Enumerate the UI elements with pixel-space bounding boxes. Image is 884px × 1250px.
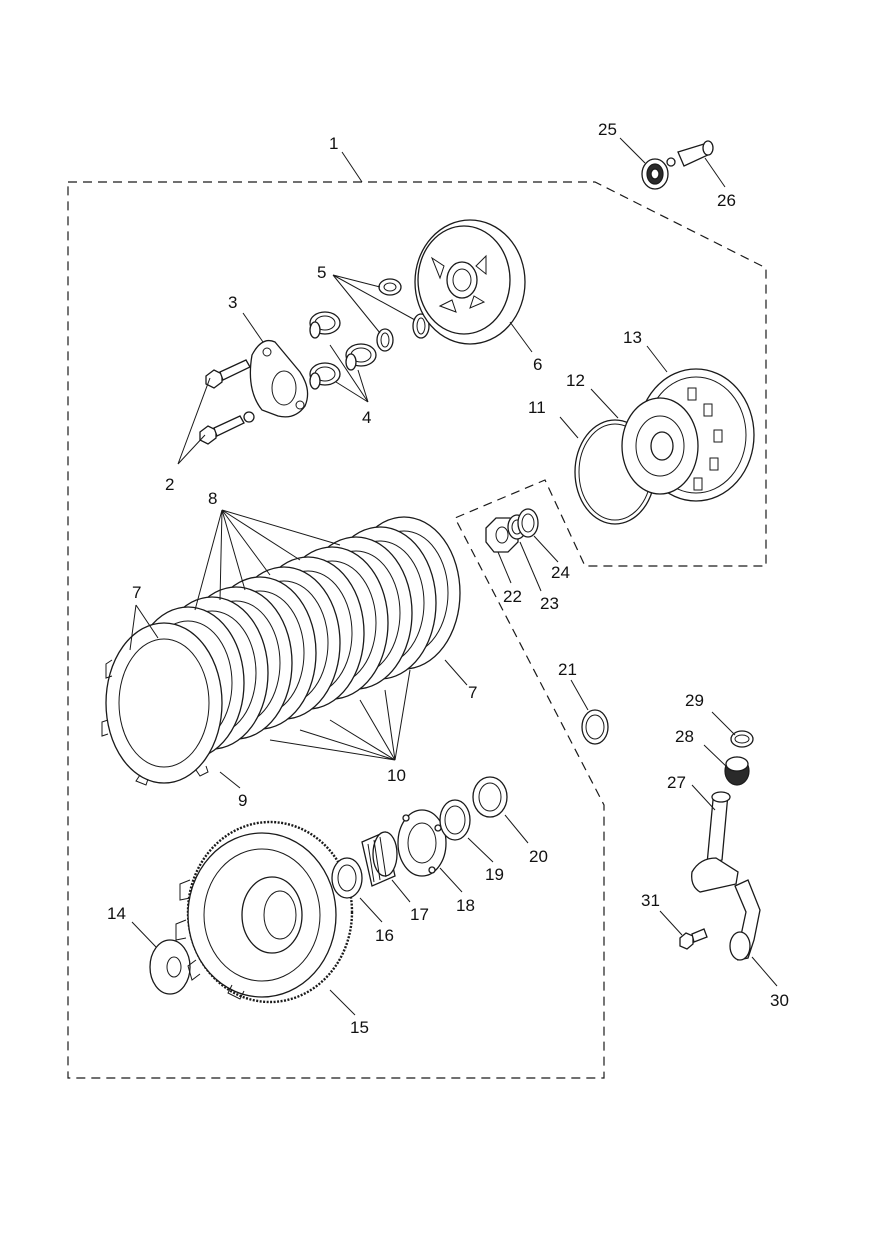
callout-20: 20 [529, 847, 548, 866]
callout-11: 11 [528, 398, 546, 417]
callout-labels: 1 2 3 4 5 6 7 7 8 9 10 11 12 13 14 15 16… [107, 120, 789, 1037]
callout-22: 22 [503, 587, 522, 606]
callout-1: 1 [329, 134, 338, 153]
callout-27: 27 [667, 773, 686, 792]
leader-lines [129, 137, 778, 1016]
bearing-25 [641, 158, 669, 190]
spring-middle [345, 343, 377, 371]
callout-7-left: 7 [132, 583, 141, 602]
callout-8: 8 [208, 489, 217, 508]
spring-upper [309, 311, 341, 339]
callout-19: 19 [485, 865, 504, 884]
clutch-plate-6 [414, 219, 526, 345]
thrust-washer-14 [149, 939, 191, 995]
bolt-lower [199, 411, 255, 445]
callout-9: 9 [238, 791, 247, 810]
callout-17: 17 [410, 905, 429, 924]
clutch-hub-13 [621, 368, 755, 502]
needle-bearing-17 [361, 831, 398, 887]
callout-26: 26 [717, 191, 736, 210]
callout-12: 12 [566, 371, 585, 390]
spacer-20 [472, 776, 508, 818]
callout-21: 21 [558, 660, 577, 679]
clutch-plate-stack [101, 516, 461, 786]
release-shaft-27 [691, 791, 739, 893]
washer-5-right [412, 313, 430, 339]
kit-boundary [67, 181, 767, 1079]
callout-25: 25 [598, 120, 617, 139]
callout-5: 5 [317, 263, 326, 282]
callout-15: 15 [350, 1018, 369, 1037]
callout-28: 28 [675, 727, 694, 746]
callout-2: 2 [165, 475, 174, 494]
callout-24: 24 [551, 563, 570, 582]
lever-30 [729, 879, 761, 961]
bolt-31 [679, 928, 708, 950]
callout-23: 23 [540, 594, 559, 613]
clutch-basket-15 [175, 820, 354, 1004]
thrust-plate-18 [397, 809, 447, 877]
clip-29 [730, 730, 754, 748]
callout-13: 13 [623, 328, 642, 347]
seal-28 [724, 756, 750, 786]
washer-24 [517, 508, 539, 538]
callout-30: 30 [770, 991, 789, 1010]
callout-31: 31 [641, 891, 660, 910]
callout-10: 10 [387, 766, 406, 785]
callout-29: 29 [685, 691, 704, 710]
callout-14: 14 [107, 904, 126, 923]
callout-4: 4 [362, 408, 371, 427]
washer-5-top [378, 278, 402, 296]
pushrod-pin-26 [666, 140, 714, 167]
callout-18: 18 [456, 896, 475, 915]
bolt-upper [205, 359, 251, 389]
ring-21 [581, 709, 609, 745]
pressure-plate-3 [249, 339, 309, 418]
spring-lower [309, 362, 341, 390]
callout-6: 6 [533, 355, 542, 374]
washer-5-middle [376, 328, 394, 352]
spacer-19 [439, 799, 471, 841]
callout-7-right: 7 [468, 683, 477, 702]
callout-3: 3 [228, 293, 237, 312]
callout-16: 16 [375, 926, 394, 945]
bushing-16 [331, 857, 363, 899]
